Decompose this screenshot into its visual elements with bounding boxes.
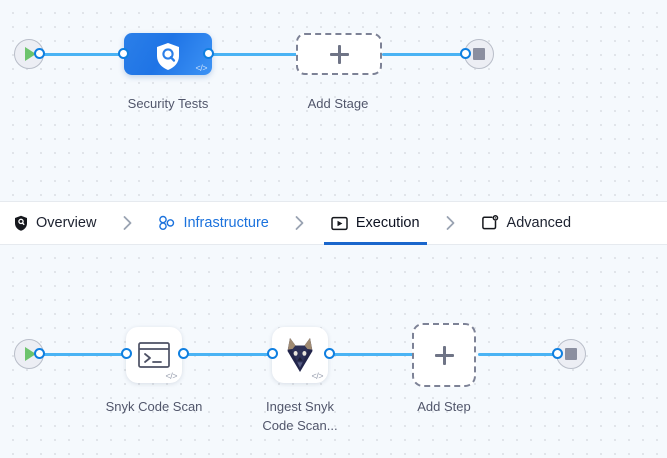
step-label: Ingest Snyk Code Scan... <box>262 399 338 433</box>
code-badge-icon: </> <box>195 63 207 73</box>
connector-dot[interactable] <box>118 48 129 59</box>
shield-scan-icon <box>157 43 179 70</box>
connector-line <box>184 353 274 356</box>
connector-dot[interactable] <box>121 348 132 359</box>
connector-dot[interactable] <box>460 48 471 59</box>
tab-advanced[interactable]: Advanced <box>468 201 586 245</box>
stop-icon <box>565 348 577 360</box>
advanced-gear-icon <box>481 215 499 231</box>
chevron-right-icon <box>434 215 468 231</box>
stage-node-security-tests[interactable]: </> <box>124 33 212 75</box>
add-stage-button[interactable] <box>296 33 382 75</box>
plus-icon <box>329 44 349 64</box>
play-icon <box>25 347 36 361</box>
pipeline-nav-bar[interactable]: Overview Infrastructure Execution <box>0 201 667 245</box>
stage-label: Security Tests <box>127 96 209 111</box>
step-label: Snyk Code Scan <box>105 399 203 414</box>
tab-infrastructure-label: Infrastructure <box>183 215 269 231</box>
connector-line <box>38 353 128 356</box>
tab-execution[interactable]: Execution <box>317 201 434 245</box>
connector-dot[interactable] <box>34 48 45 59</box>
connector-dot[interactable] <box>203 48 214 59</box>
add-step-button[interactable] <box>412 323 476 387</box>
code-badge-icon: </> <box>311 371 323 381</box>
plus-icon <box>434 345 454 365</box>
shield-icon <box>14 215 28 231</box>
stage-canvas[interactable]: </> Security Tests Add Stage <box>0 0 667 201</box>
connector-line <box>478 353 562 356</box>
infrastructure-icon <box>158 215 175 231</box>
stop-icon <box>473 48 485 60</box>
snyk-doberman-icon <box>287 338 313 372</box>
connector-dot[interactable] <box>267 348 278 359</box>
tab-advanced-label: Advanced <box>506 215 572 231</box>
connector-line <box>330 353 414 356</box>
add-step-label: Add Step <box>417 399 471 414</box>
tab-overview[interactable]: Overview <box>0 201 110 245</box>
add-stage-label: Add Stage <box>307 96 369 111</box>
code-badge-icon: </> <box>165 371 177 381</box>
step-canvas[interactable]: </> Snyk Code Scan </> Ingest Snyk Code … <box>0 245 667 458</box>
chevron-right-icon <box>110 215 144 231</box>
connector-dot[interactable] <box>178 348 189 359</box>
step-node-snyk-code-scan[interactable]: </> <box>126 327 182 383</box>
play-icon <box>25 47 36 61</box>
tab-execution-label: Execution <box>355 215 420 231</box>
terminal-icon <box>138 342 170 368</box>
connector-line <box>382 53 470 56</box>
connector-dot[interactable] <box>34 348 45 359</box>
step-node-ingest-snyk-code-scan[interactable]: </> <box>272 327 328 383</box>
tab-overview-label: Overview <box>36 215 97 231</box>
connector-dot[interactable] <box>552 348 563 359</box>
execution-play-icon <box>331 216 348 231</box>
connector-line <box>38 53 126 56</box>
connector-line <box>208 53 300 56</box>
tab-infrastructure[interactable]: Infrastructure <box>144 201 282 245</box>
chevron-right-icon <box>283 215 317 231</box>
connector-dot[interactable] <box>324 348 335 359</box>
